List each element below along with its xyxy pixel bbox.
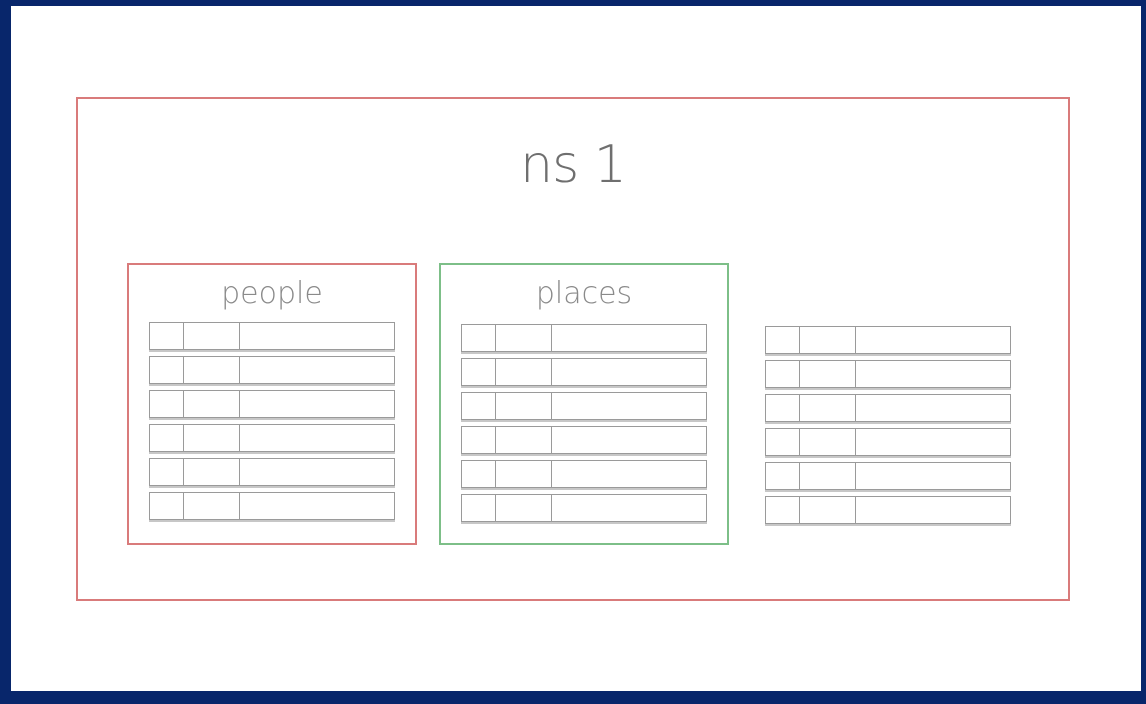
table-cell xyxy=(496,427,552,453)
table-people xyxy=(149,322,395,520)
table-row xyxy=(765,394,1011,422)
table-cell xyxy=(184,357,240,383)
table-cell xyxy=(462,427,496,453)
table-cell xyxy=(552,495,706,521)
slide-canvas: ns 1 people places xyxy=(11,6,1141,691)
table-cell xyxy=(856,463,1010,489)
table-row xyxy=(765,326,1011,354)
table-row xyxy=(461,426,707,454)
collection-label-people: people xyxy=(221,276,323,311)
table-cell xyxy=(552,393,706,419)
table-cell xyxy=(240,425,394,451)
table-places xyxy=(461,324,707,522)
collection-box-people: people xyxy=(127,263,417,545)
table-cell xyxy=(184,323,240,349)
table-cell xyxy=(800,429,856,455)
table-cell xyxy=(184,425,240,451)
table-row xyxy=(149,356,395,384)
table-cell xyxy=(184,459,240,485)
table-cell xyxy=(800,361,856,387)
collection-box-places: places xyxy=(439,263,729,545)
namespace-title: ns 1 xyxy=(520,135,627,195)
table-unlabeled xyxy=(765,326,1011,524)
table-cell xyxy=(462,495,496,521)
table-cell xyxy=(856,429,1010,455)
table-row xyxy=(765,360,1011,388)
table-cell xyxy=(150,391,184,417)
collection-label-places: places xyxy=(535,276,633,311)
table-cell xyxy=(800,497,856,523)
table-cell xyxy=(184,493,240,519)
table-cell xyxy=(240,357,394,383)
table-cell xyxy=(150,493,184,519)
table-row xyxy=(461,460,707,488)
table-cell xyxy=(800,327,856,353)
table-cell xyxy=(462,359,496,385)
table-cell xyxy=(856,395,1010,421)
table-cell xyxy=(766,327,800,353)
table-row xyxy=(765,462,1011,490)
table-cell xyxy=(496,495,552,521)
table-cell xyxy=(496,461,552,487)
table-row xyxy=(149,492,395,520)
table-cell xyxy=(766,395,800,421)
table-cell xyxy=(150,323,184,349)
table-cell xyxy=(800,463,856,489)
table-cell xyxy=(462,393,496,419)
table-cell xyxy=(552,325,706,351)
table-cell xyxy=(496,325,552,351)
table-row xyxy=(765,428,1011,456)
table-cell xyxy=(552,461,706,487)
table-cell xyxy=(856,361,1010,387)
table-row xyxy=(149,458,395,486)
table-cell xyxy=(240,391,394,417)
table-cell xyxy=(496,393,552,419)
table-cell xyxy=(150,459,184,485)
table-row xyxy=(461,494,707,522)
table-cell xyxy=(184,391,240,417)
table-cell xyxy=(766,463,800,489)
table-cell xyxy=(766,361,800,387)
table-cell xyxy=(150,357,184,383)
table-row xyxy=(461,392,707,420)
table-row xyxy=(149,322,395,350)
table-cell xyxy=(462,325,496,351)
table-cell xyxy=(496,359,552,385)
table-row xyxy=(765,496,1011,524)
table-cell xyxy=(766,497,800,523)
table-cell xyxy=(240,493,394,519)
table-cell xyxy=(240,459,394,485)
table-cell xyxy=(856,327,1010,353)
table-cell xyxy=(856,497,1010,523)
table-row xyxy=(461,324,707,352)
table-row xyxy=(149,424,395,452)
namespace-box: ns 1 xyxy=(76,97,1070,601)
table-cell xyxy=(462,461,496,487)
table-cell xyxy=(150,425,184,451)
table-row xyxy=(461,358,707,386)
table-cell xyxy=(552,427,706,453)
table-row xyxy=(149,390,395,418)
table-cell xyxy=(800,395,856,421)
table-cell xyxy=(240,323,394,349)
table-cell xyxy=(766,429,800,455)
table-cell xyxy=(552,359,706,385)
